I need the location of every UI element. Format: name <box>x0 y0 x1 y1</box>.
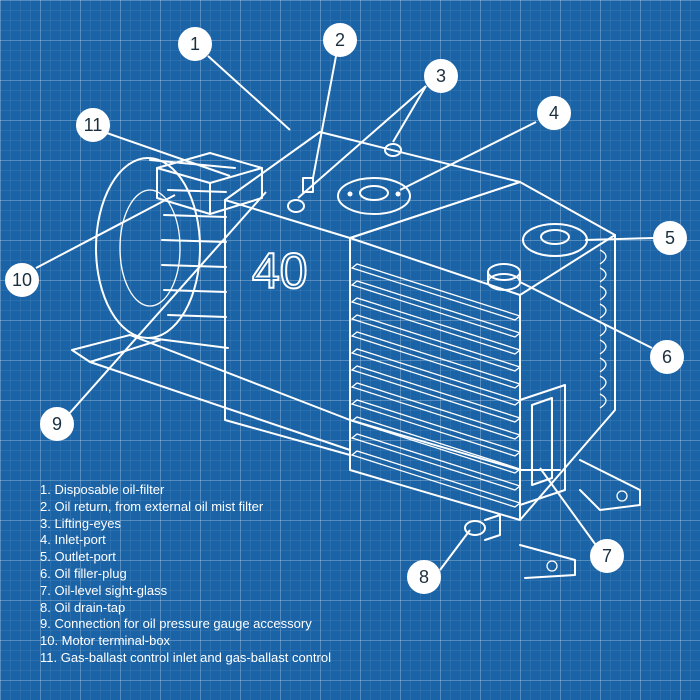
cooling-fin <box>350 297 522 355</box>
callout-1-label: 1 <box>190 34 200 54</box>
motor <box>95 157 236 349</box>
callout-5-label: 5 <box>665 228 675 248</box>
callout-2-label: 2 <box>335 30 345 50</box>
legend-item: 10. Motor terminal-box <box>40 633 171 649</box>
callout-8-label: 8 <box>419 567 429 587</box>
inlet-port <box>337 177 411 215</box>
legend-item: 3. Lifting-eyes <box>40 515 121 531</box>
callout-6: 6 <box>650 340 684 374</box>
cooling-fin <box>350 263 522 321</box>
oil-drain-tap <box>464 514 501 541</box>
cooling-fin <box>599 249 607 265</box>
callout-4: 4 <box>537 96 571 130</box>
cooling-fin <box>599 375 607 391</box>
cooling-fin <box>350 331 522 389</box>
legend-item: 2. Oil return, from external oil mist fi… <box>40 498 264 514</box>
legend-item: 5. Outlet-port <box>40 549 116 565</box>
callout-7: 7 <box>590 539 624 573</box>
pump-feet <box>519 459 641 579</box>
legend-item: 8. Oil drain-tap <box>40 599 126 615</box>
model-number: 40 <box>252 243 308 299</box>
leader-lines <box>35 55 655 571</box>
callout-9: 9 <box>40 407 74 441</box>
cooling-fin <box>350 314 522 372</box>
callout-6-label: 6 <box>662 347 672 367</box>
pump-body <box>349 181 616 521</box>
callout-3-label: 3 <box>436 66 446 86</box>
callout-10: 10 <box>5 263 39 297</box>
callout-11-label: 11 <box>84 115 103 135</box>
legend-item: 1. Disposable oil-filter <box>40 482 165 497</box>
legend-item: 7. Oil-level sight-glass <box>40 582 168 598</box>
callout-3: 3 <box>424 59 458 93</box>
legend-item: 4. Inlet-port <box>40 532 106 548</box>
cooling-fin <box>599 357 607 373</box>
parts-legend: 1. Disposable oil-filter 2. Oil return, … <box>40 482 460 667</box>
callout-10-label: 10 <box>12 270 32 290</box>
callout-5: 5 <box>653 221 687 255</box>
callout-2: 2 <box>323 23 357 57</box>
callout-11: 11 <box>76 108 110 142</box>
legend-item: 6. Oil filler-plug <box>40 565 127 581</box>
cooling-fin <box>599 267 607 283</box>
cooling-fin <box>599 303 607 319</box>
legend-item: 9. Connection for oil pressure gauge acc… <box>40 616 312 632</box>
cooling-fin <box>599 285 607 301</box>
cooling-fin <box>599 393 607 409</box>
outlet-port <box>522 223 588 257</box>
legend-item: 11. Gas-ballast control inlet and gas-ba… <box>40 649 331 665</box>
cooling-fin <box>350 280 522 338</box>
callout-9-label: 9 <box>52 414 62 434</box>
callout-4-label: 4 <box>549 103 559 123</box>
cooling-fin <box>599 339 607 355</box>
lifting-eye <box>287 143 402 213</box>
callout-1: 1 <box>178 27 212 61</box>
callout-7-label: 7 <box>602 546 612 566</box>
callout-8: 8 <box>407 560 441 594</box>
oil-level-sight-glass <box>519 384 566 506</box>
base-plate <box>71 334 561 471</box>
